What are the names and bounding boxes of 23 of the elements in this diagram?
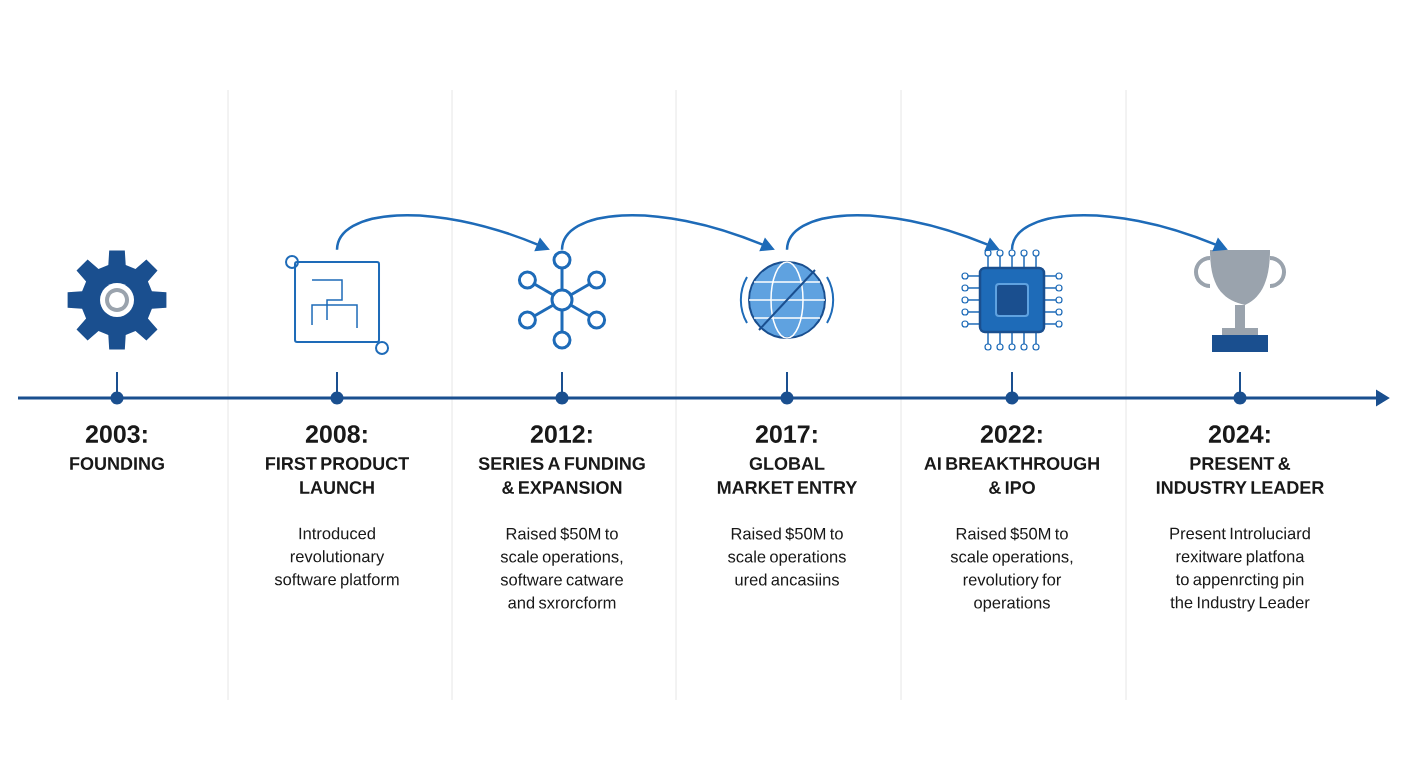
milestone-description: Introduced revolutionary software platform	[274, 527, 399, 589]
milestone-title: FOUNDING	[70, 457, 164, 470]
globe-icon	[739, 261, 835, 339]
gear-icon	[67, 250, 167, 350]
milestone-title: AI BREAKTHROUGH & IPO	[924, 457, 1099, 494]
trophy-icon	[1194, 250, 1286, 352]
milestone-title: GLOBAL MARKET ENTRY	[717, 457, 858, 494]
milestone-description: Present Introluciard rexitware platfona to appenrcting pin the Industry Leader	[1170, 527, 1310, 612]
year-label: 2024:	[1208, 425, 1270, 443]
milestone-description: Raised $50M to scale operations ured ancasiins	[728, 527, 846, 586]
year-label: 2003:	[85, 425, 147, 443]
year-label: 2008:	[305, 425, 367, 443]
milestone-title: SERIES A FUNDING & EXPANSION	[478, 457, 645, 494]
milestone-description: Raised $50M to scale operations, revolutiory for operations	[950, 527, 1073, 612]
year-label: 2022:	[980, 425, 1042, 443]
milestone-title: PRESENT & INDUSTRY LEADER	[1156, 457, 1324, 494]
chip-icon	[961, 249, 1063, 351]
year-label: 2017:	[755, 425, 817, 443]
network-icon	[517, 250, 607, 350]
milestone-description: Raised $50M to scale operations, software catware and sxrorcform	[500, 527, 623, 609]
blueprint-icon	[285, 255, 389, 355]
milestone-title: FIRST PRODUCT LAUNCH	[266, 457, 409, 494]
year-label: 2012:	[530, 425, 592, 443]
